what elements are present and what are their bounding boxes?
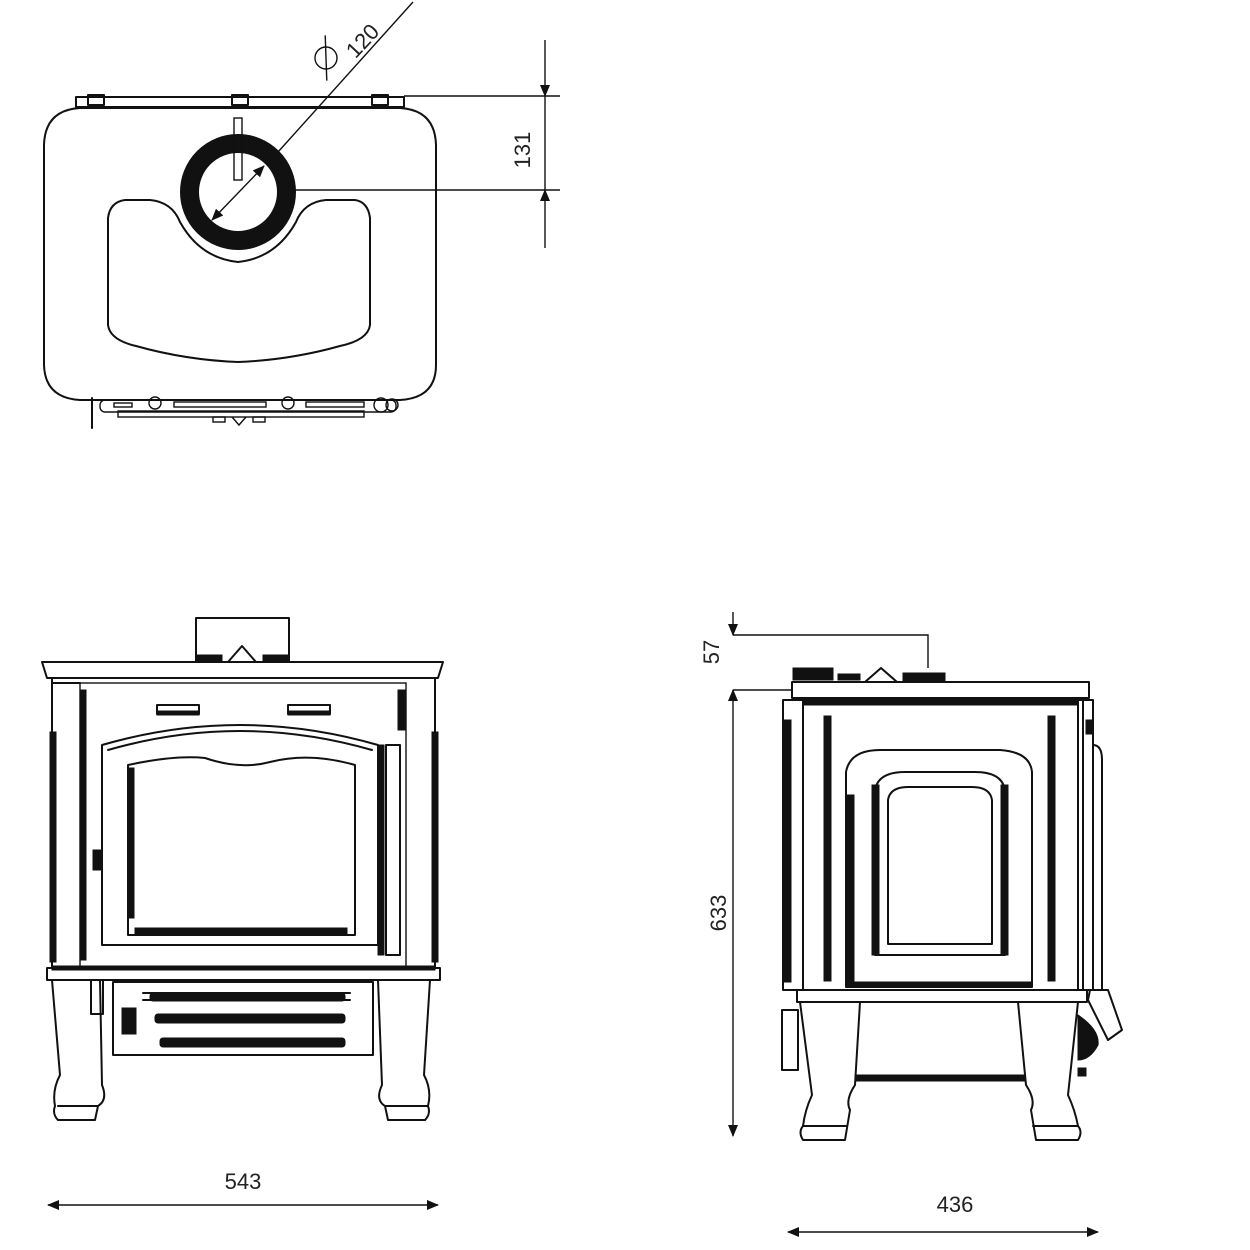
- side-door-glass: [874, 771, 1006, 956]
- top-view-hotplate: [107, 199, 371, 363]
- front-ashpan: [112, 981, 374, 1056]
- front-top-plate: [41, 661, 444, 679]
- top-view: 120 131: [43, 1, 560, 429]
- flue-offset-dimension: 131: [292, 40, 560, 248]
- front-width-label: 543: [225, 1169, 262, 1194]
- flue-diameter-label: 120: [341, 19, 384, 63]
- flue-diameter-dimension: 120: [211, 1, 414, 221]
- side-height-label: 633: [706, 895, 731, 932]
- side-leg-right: [1017, 1001, 1082, 1141]
- front-leg-left: [51, 979, 106, 1121]
- side-door: [845, 749, 1033, 988]
- side-leg-left: [799, 1001, 861, 1141]
- side-view: [733, 634, 1123, 1141]
- front-door: [101, 724, 379, 946]
- side-height-dimension: 57 633: [699, 612, 792, 1137]
- front-view: [41, 617, 444, 1121]
- front-door-glass: [127, 756, 356, 936]
- front-leg-right: [377, 979, 431, 1121]
- side-top-plate: [791, 681, 1090, 699]
- front-width-dimension: 543: [47, 1169, 439, 1210]
- top-view-outline: [43, 107, 437, 401]
- flue-collar: [180, 134, 296, 250]
- side-depth-label: 436: [937, 1192, 974, 1217]
- top-view-front-rail: [91, 396, 399, 429]
- flue-height-label: 57: [699, 640, 724, 664]
- flue-offset-label: 131: [510, 132, 535, 169]
- side-depth-dimension: 436: [787, 1192, 1099, 1237]
